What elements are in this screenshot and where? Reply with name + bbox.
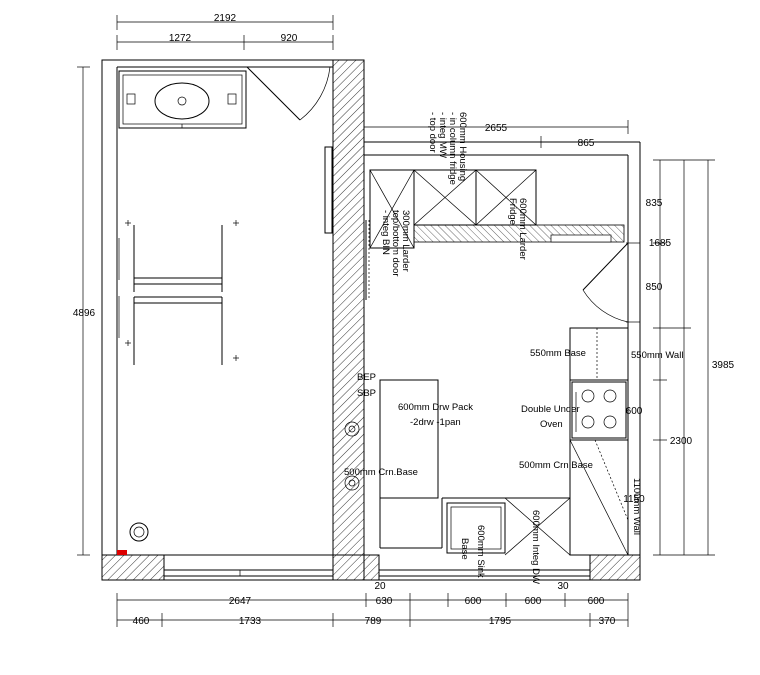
label-crn-left: 500mm Crn.Base [344,467,418,478]
dim-30: 30 [557,581,569,592]
label-larder300-3: - integ BIN [380,210,391,255]
hob [571,381,627,439]
red-marker [117,550,127,555]
label-drw-1: 600mm Drw Pack [398,402,473,413]
dim-kitchen-right: 865 [578,138,595,149]
label-housing-4: - top door [427,112,438,153]
label-housing-3: - integ MW [437,112,448,158]
dim-835: 835 [646,198,663,209]
left-dimension-line: 4896 [73,66,96,556]
kitchen-room [364,141,641,581]
right-cabinets [569,327,629,556]
bottom-wall-left [101,554,165,581]
door-right [582,242,640,323]
dim-600-right: 600 [626,406,643,417]
label-larder300-1: 300mm Larder [400,210,411,272]
dim-600-b: 600 [525,596,542,607]
bottom-wall-mid [332,554,380,581]
unit-labels: 600mm Housing - in column fridge - integ… [344,112,683,584]
dim-3985: 3985 [712,360,735,371]
services-circles [344,421,360,491]
top-dimension-lines: 2192 1272 920 [116,13,334,50]
vanity-basin [118,70,247,129]
label-base550: 550mm Base [530,348,586,359]
label-wall550: 550mm Wall [631,350,683,361]
window-bottom-left [164,569,333,577]
label-sink-1: 600mm Sink [475,525,486,578]
kitchen-top-dimensions: 2655 865 [364,120,629,149]
bottom-dimension-lines: 2647 630 600 600 600 460 1733 789 1795 3… [116,581,629,627]
label-crn-right: 500mm Crn.Base [519,460,593,471]
dim-1733: 1733 [239,616,262,627]
door-top [246,66,331,121]
dim-2300: 2300 [670,436,693,447]
wc-symbol [129,522,149,542]
label-sbp: SBP [357,388,376,399]
dim-600-c: 600 [588,596,605,607]
island-units [379,379,571,556]
dim-left-height: 4896 [73,308,96,319]
hob-rail [550,234,612,243]
label-larder-fridge-1: 600mm Larder [517,198,528,260]
label-oven-2: Oven [540,419,563,430]
dim-600-a: 600 [465,596,482,607]
dim-789: 789 [365,616,382,627]
label-housing-1: 600mm Housing [457,112,468,181]
tall-units [369,169,537,249]
right-dimension-lines: 835 1685 850 3985 600 2300 1150 [623,159,735,556]
dim-20: 20 [374,581,386,592]
radiator [365,220,370,300]
dim-630: 630 [376,596,393,607]
label-larder-fridge-2: Fridge [507,198,518,225]
label-larder300-2: top/bottom door [390,210,401,277]
label-bep: BEP [357,372,376,383]
label-oven-1: Double Under [521,404,580,415]
partition-wall [332,59,365,556]
label-sink-2: Base [459,538,470,560]
dim-top-right: 920 [281,33,298,44]
wall-fixture [324,146,333,234]
dim-850: 850 [646,282,663,293]
left-room [101,59,365,581]
dim-370: 370 [599,616,616,627]
dim-460: 460 [133,616,150,627]
dim-top-total: 2192 [214,13,237,24]
dim-1150: 1150 [623,494,645,505]
window-bottom-kitchen [379,569,590,577]
label-wall1100: 1100mm Wall [631,478,642,535]
dim-2647: 2647 [229,596,252,607]
label-dw: 600mm Integ DW [530,510,541,584]
label-drw-2: -2drw -1pan [410,417,461,428]
dim-1685: 1685 [649,238,672,249]
label-housing-2: - in column fridge [447,112,458,185]
dim-top-left: 1272 [169,33,192,44]
dim-1795: 1795 [489,616,512,627]
bottom-wall-right [589,554,641,581]
shelving-unit [118,220,239,365]
dim-kitchen-width: 2655 [485,123,508,134]
